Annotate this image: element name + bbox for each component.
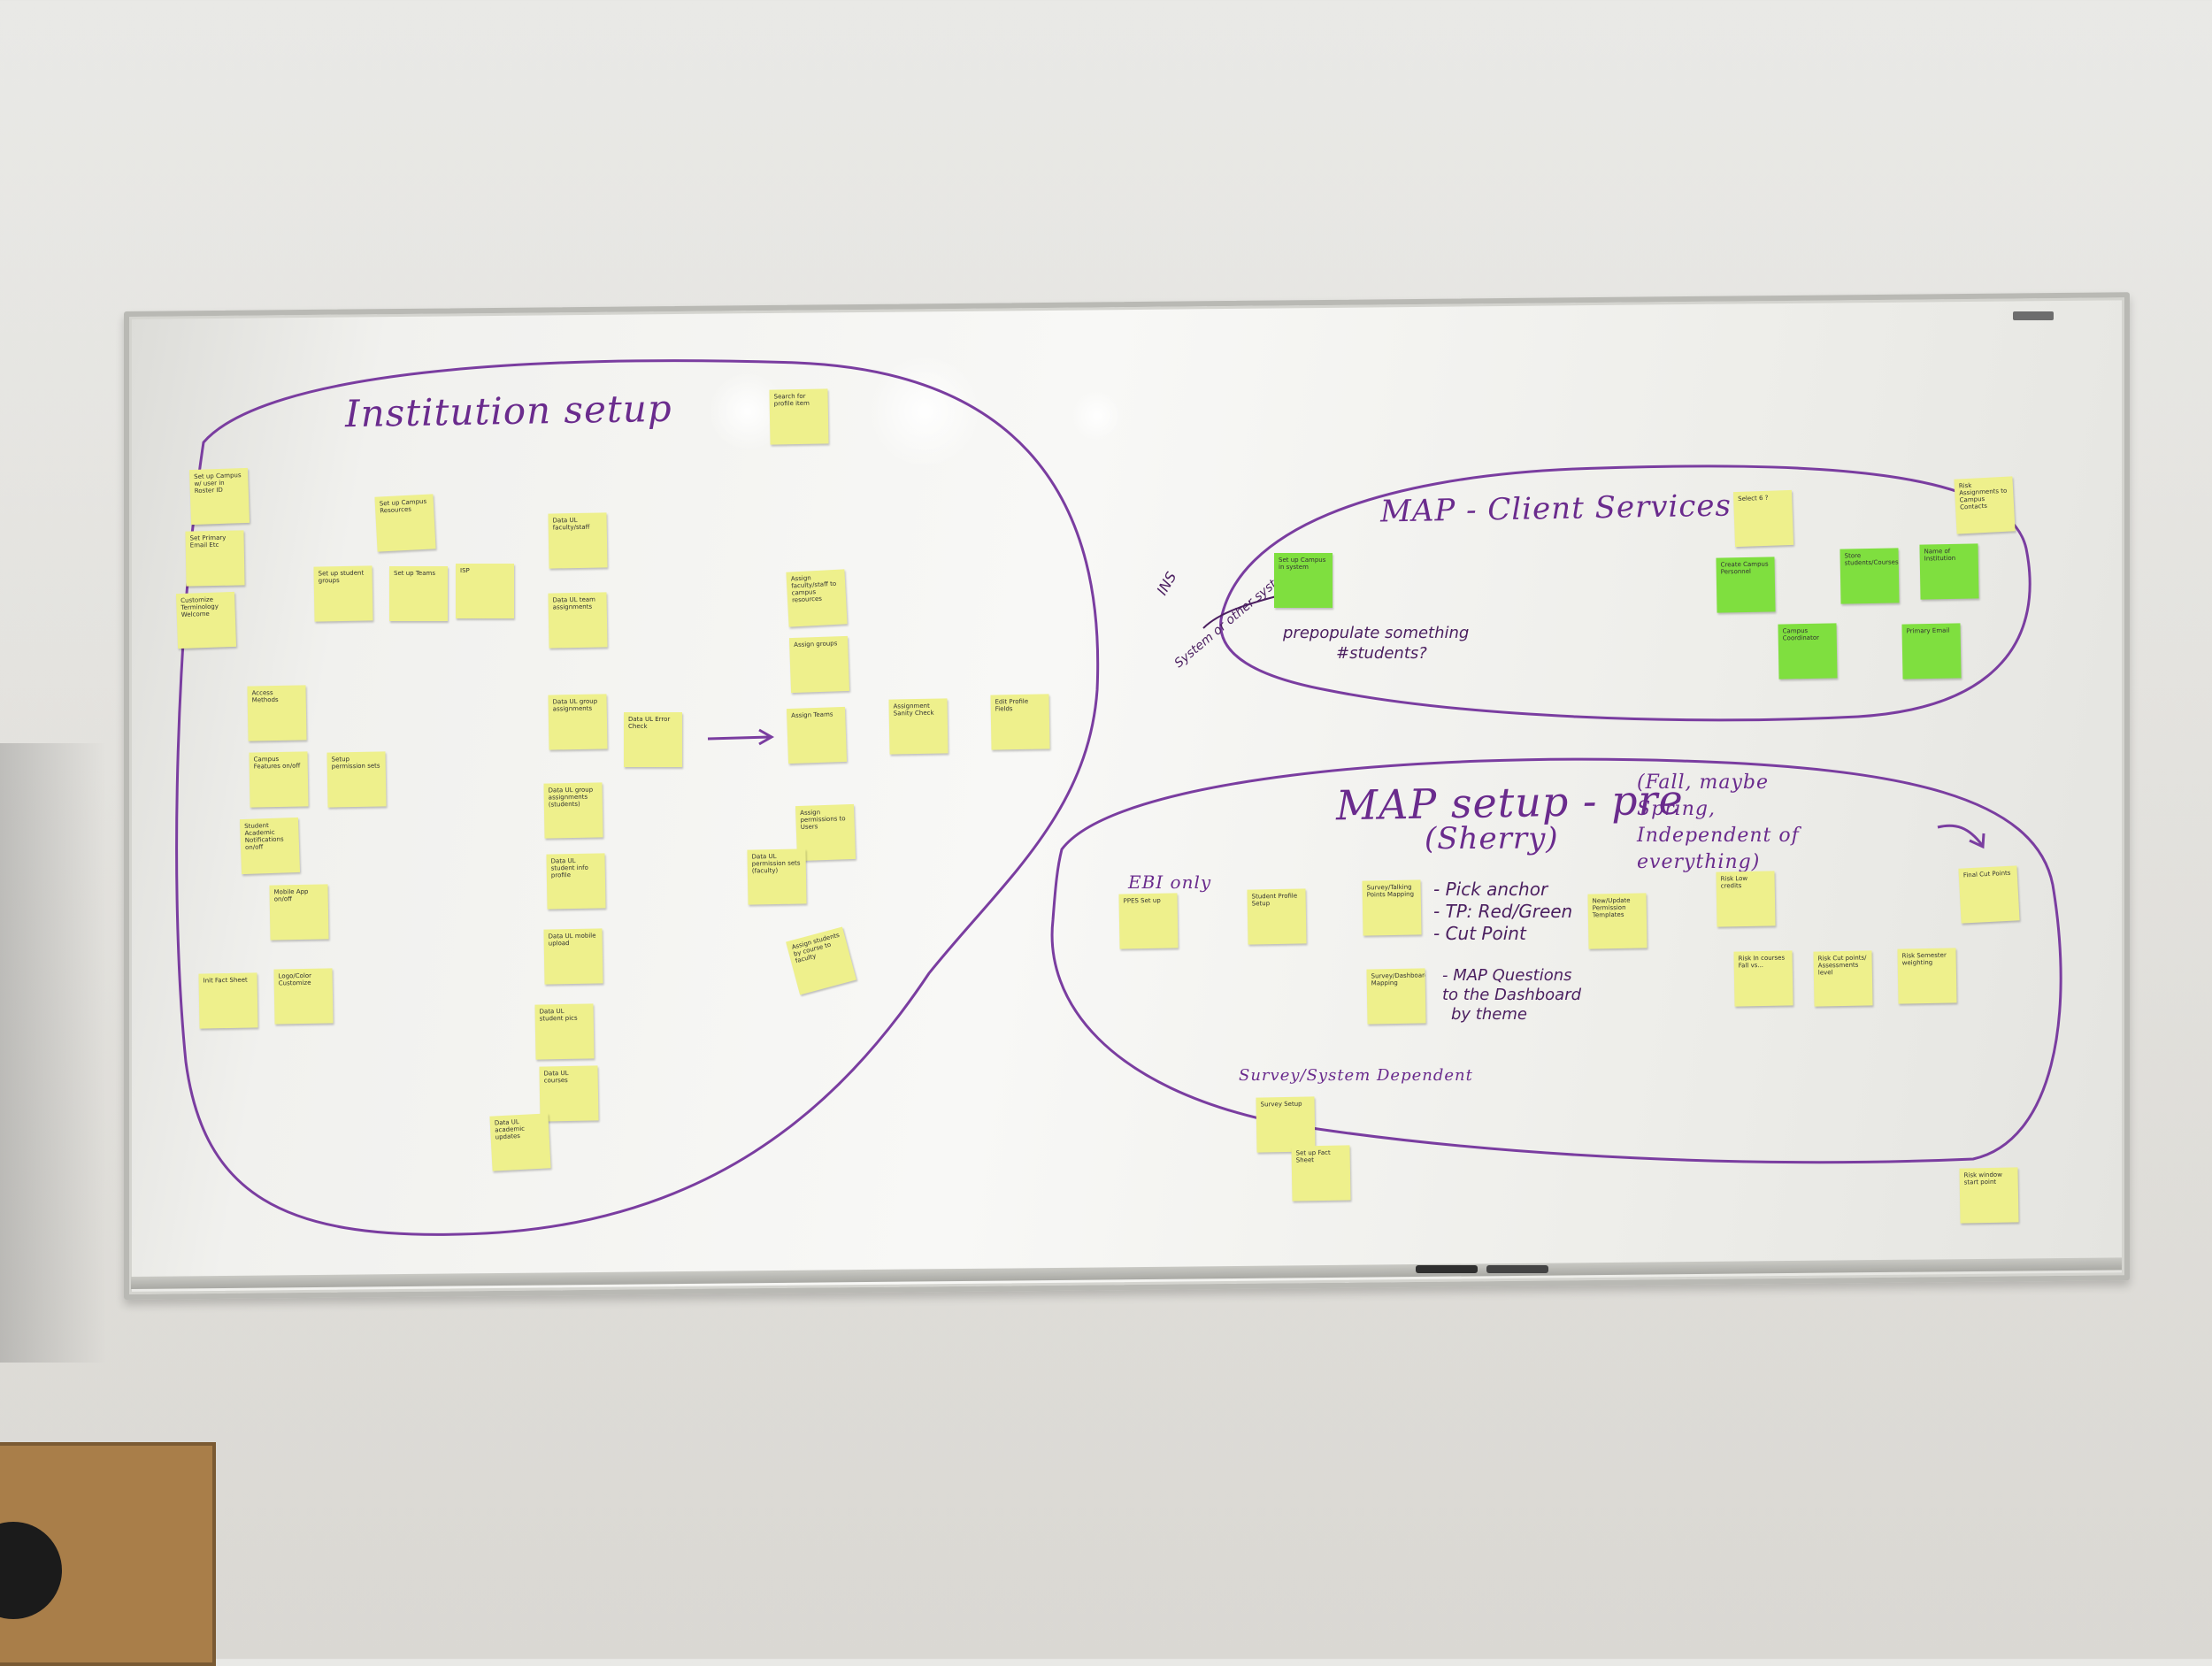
sticky-note: Data UL permission sets (faculty) [747,848,807,905]
sticky-note: Data UL team assignments [548,592,608,649]
sticky-note: New/Update Permission Templates [1587,893,1647,949]
sticky-note: ISP [456,564,514,618]
label-fall-note: (Fall, maybe Spring, Independent of ever… [1637,772,1800,873]
label-survey-dependent: Survey/System Dependent [1239,1066,1473,1085]
sticky-note: Final Cut Points [1958,865,2020,924]
annotation-to-dashboard: to the Dashboard [1442,986,1582,1004]
sticky-note: Access Methods [247,685,307,741]
sticky-note: Data UL courses [539,1065,599,1122]
annotation-map-questions: - MAP Questions [1442,966,1572,985]
annotation-by-theme: by theme [1451,1005,1527,1024]
sticky-note: Risk Assignments to Campus Contacts [1954,476,2016,534]
sticky-note: Customize Terminology Welcome [175,591,237,649]
sticky-note: Set up Campus Resources [374,494,436,552]
annotation-prepopulate: prepopulate something [1283,624,1470,642]
sticky-note: PPES Set up [1118,893,1179,949]
sticky-note: Store students/Courses [1839,548,1900,604]
sticky-note: Campus Features on/off [249,751,309,808]
sticky-note: Risk Cut points/ Assessments level [1813,950,1873,1007]
sticky-note: Assign groups [788,635,850,694]
sticky-note: Select 6 ? [1732,489,1794,548]
fall-arrow-head [1969,833,1985,849]
sticky-note: Risk Semester weighting [1897,948,1957,1004]
sticky-note: Assignment Sanity Check [888,698,949,755]
sticky-note: Assign faculty/staff to campus resources [786,569,848,627]
map-setup-boundary [1050,757,2062,1164]
flow-arrow-head [758,728,775,746]
label-sherry: (Sherry) [1425,821,1559,856]
marker [1486,1265,1548,1273]
sticky-note: Student Academic Notifications on/off [239,817,301,875]
sticky-note: Data UL Error Check [624,712,682,767]
brand-badge [2013,311,2054,320]
client-services-boundary [1219,464,2032,722]
sticky-note: Create Campus Personnel [1716,557,1776,613]
sticky-note: Set up Campus in system [1274,553,1333,608]
institution-setup-boundary [175,359,1100,1236]
sticky-note: Survey Setup [1256,1096,1316,1153]
annotation-students: #students? [1336,644,1427,663]
sticky-note: Primary Email [1901,623,1962,679]
marker [1416,1265,1478,1273]
heading-client-services: MAP - Client Services [1379,488,1732,530]
sticky-note: Survey/Talking Points Mapping [1362,879,1422,936]
annotation-pick-anchor: - Pick anchor [1433,879,1548,900]
wall-shadow [0,743,106,1363]
heading-institution-setup: Institution setup [344,386,673,436]
sticky-note: Data UL student pics [534,1003,595,1060]
annotation-cut-point: - Cut Point [1433,923,1526,944]
sticky-note: Setup permission sets [326,751,387,808]
sticky-note: Risk window start point [1959,1167,2019,1224]
annotation-tp: - TP: Red/Green [1433,901,1573,922]
sticky-note: Logo/Color Customize [273,968,334,1025]
sticky-note: Set up student groups [313,565,373,622]
sticky-note: Risk In courses Fall vs... [1733,950,1793,1007]
fall-arrow [1937,824,1984,846]
sticky-note: Data UL mobile upload [543,928,603,985]
sticky-note: Set up Campus w/ user in Roster ID [188,467,250,526]
sticky-note: Assign Teams [786,706,848,764]
sticky-note: Data UL faculty/staff [548,512,608,569]
sticky-note: Survey/Dashboard Mapping [1366,968,1426,1025]
sticky-note: Mobile App on/off [269,884,329,940]
sticky-note: Student Profile Setup [1247,888,1307,945]
sticky-note: Data UL student info profile [546,853,606,910]
sticky-note: Edit Profile Fields [990,694,1050,750]
flow-arrow [707,735,771,741]
sticky-note: Campus Coordinator [1778,623,1838,679]
sticky-note: Risk Low credits [1716,871,1776,927]
sticky-note: Set up Fact Sheet [1291,1145,1351,1202]
sticky-note: Data UL group assignments (students) [543,782,603,839]
sticky-note: Init Fact Sheet [198,972,258,1029]
sticky-note: Name of Institution [1919,543,1979,600]
sticky-note: Data UL academic updates [489,1113,551,1171]
light-glare [1071,389,1124,442]
label-ebi-only: EBI only [1128,871,1212,893]
sticky-note: Set up Teams [389,566,448,621]
sticky-note: Data UL group assignments [548,694,608,750]
sticky-note: Search for profile item [769,388,829,445]
sticky-note: Set Primary Email Etc [185,530,245,587]
